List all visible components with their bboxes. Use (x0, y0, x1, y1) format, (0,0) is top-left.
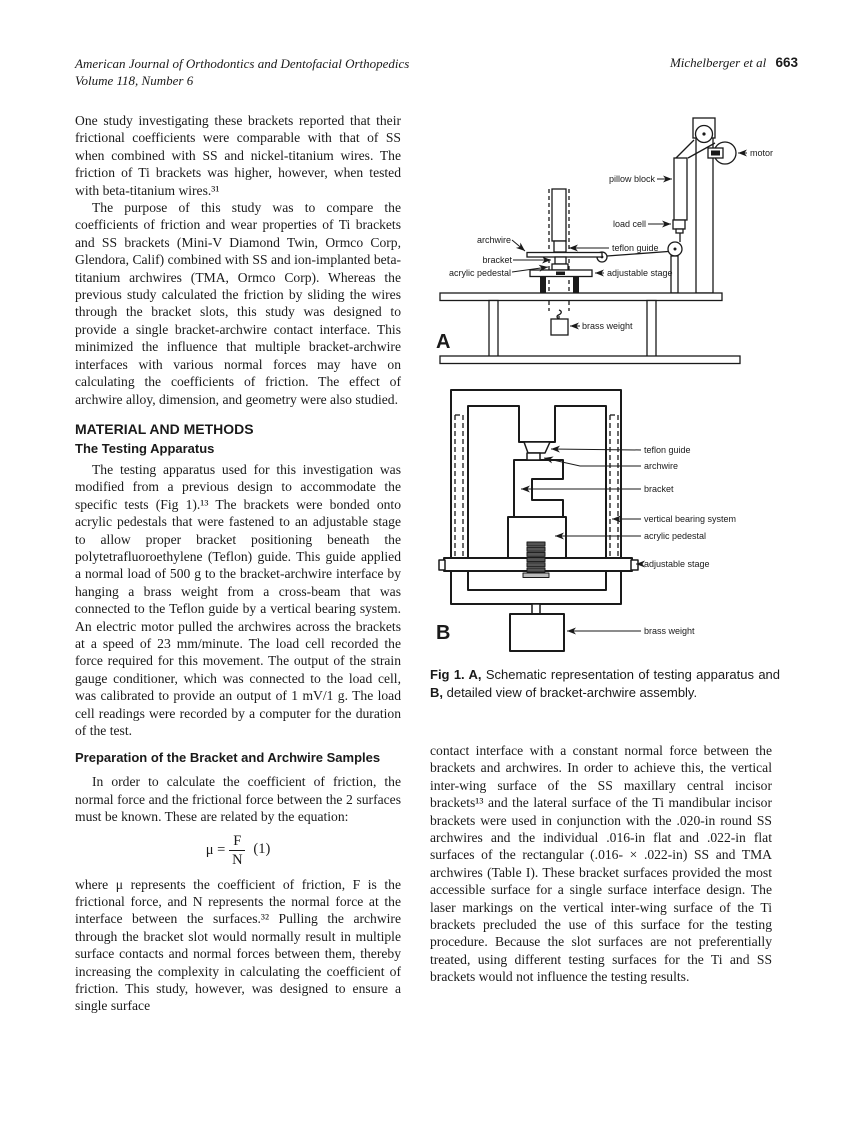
paragraph: The testing apparatus used for this inve… (75, 461, 401, 738)
label-bracket: bracket (644, 484, 674, 494)
panel-letter-a: A (436, 331, 450, 353)
page-number: 663 (775, 55, 798, 70)
subsection-heading-preparation: Preparation of the Bracket and Archwire … (75, 750, 381, 766)
label-brass-weight: brass weight (582, 321, 633, 331)
label-load-cell: load cell (613, 219, 646, 229)
label-vertical-bearing-system: vertical bearing system (644, 514, 736, 524)
journal-title: American Journal of Orthodontics and Den… (75, 56, 410, 71)
assembly-drawing (438, 389, 639, 652)
equation-number: (1) (253, 841, 271, 858)
figure-1-panel-b: teflon guide archwire bracket vertical b… (436, 389, 736, 652)
leader-lines (521, 445, 645, 635)
label-acrylic-pedestal: acrylic pedestal (449, 268, 511, 278)
label-bracket: bracket (482, 255, 512, 265)
paragraph: In order to calculate the coefficient of… (75, 774, 401, 825)
running-head: Michelberger et al 663 (600, 55, 798, 71)
journal-header: American Journal of Orthodontics and Den… (75, 55, 505, 89)
paragraph: One study investigating these brackets r… (75, 113, 401, 198)
label-teflon-guide: teflon guide (644, 445, 691, 455)
subsection-heading-testing-apparatus: The Testing Apparatus (75, 440, 215, 456)
label-teflon-guide: teflon guide (612, 243, 659, 253)
caption-text: detailed view of bracket-archwire assemb… (443, 685, 698, 700)
equation-denominator: N (232, 851, 243, 868)
paragraph: where μ represents the coefficient of fr… (75, 876, 401, 1014)
bearing-rails (454, 414, 619, 569)
apparatus-drawing (439, 117, 741, 365)
label-archwire: archwire (477, 235, 511, 245)
label-archwire: archwire (644, 461, 678, 471)
left-column: One study investigating these brackets r… (75, 112, 401, 1015)
panel-letter-b: B (436, 622, 450, 644)
figure-caption: Fig 1. A, Schematic representation of te… (430, 666, 780, 702)
journal-volume: Volume 118, Number 6 (75, 73, 194, 88)
equation-numerator: F (229, 833, 246, 851)
caption-part-b-label: B, (430, 685, 443, 700)
label-motor: motor (750, 148, 773, 158)
paragraph: The purpose of this study was to compare… (75, 200, 401, 407)
equation-lhs: μ = (205, 841, 226, 858)
running-authors: Michelberger et al (669, 55, 767, 70)
paragraph: contact interface with a constant normal… (430, 743, 772, 985)
caption-text: Schematic representation of testing appa… (481, 667, 781, 682)
figure-1-panel-a: archwire bracket acrylic pedestal teflon… (436, 117, 773, 365)
section-heading-material-and-methods: MATERIAL AND METHODS (75, 420, 254, 437)
label-brass-weight: brass weight (644, 626, 695, 636)
leader-lines (511, 149, 747, 330)
right-column: contact interface with a constant normal… (430, 742, 772, 986)
label-pillow-block: pillow block (609, 174, 656, 184)
label-acrylic-pedestal: acrylic pedestal (644, 531, 706, 541)
caption-fig-label: Fig 1. A, (430, 667, 482, 682)
label-adjustable-stage: adjustable stage (607, 268, 673, 278)
label-adjustable-stage: adjustable stage (644, 559, 710, 569)
